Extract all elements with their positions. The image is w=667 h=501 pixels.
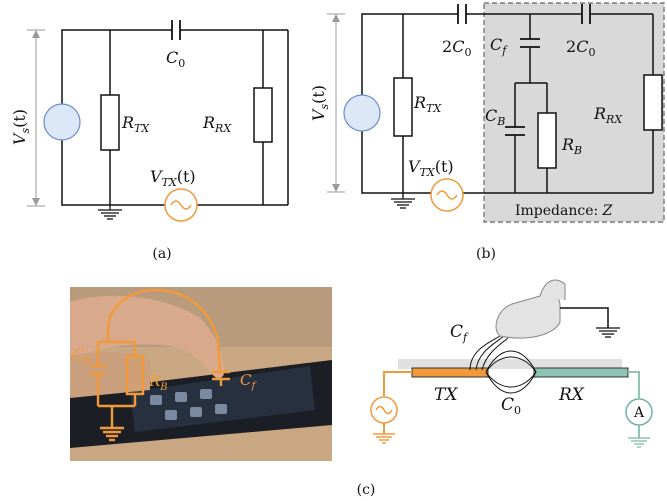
vs-source [43,103,81,141]
panel-c-schematic [370,279,653,448]
label-vs-a: Vs(t) [10,109,32,145]
tx-electrode [411,367,489,378]
panel-b-labels: Vs(t) 2C0 2C0 Cf CB RB RTX RRX VTX(t) Im… [309,35,623,262]
c0-field-lines [485,350,537,394]
finger-shape [495,293,561,339]
label-rtx-b: RTX [413,93,442,115]
label-2c0-right: 2C0 [566,37,595,59]
label-vtx-a: VTX(t) [150,167,196,189]
rb-resistor [537,112,557,169]
label-2c0-left: 2C0 [442,37,471,59]
orange-wiring [90,288,230,442]
label-cf-photo: Cf [240,371,257,392]
label-c0-a: C0 [166,48,185,70]
panel-a-labels: Vs(t) C0 RTX RRX VTX(t) (a) [10,48,232,262]
label-cb-b: CB [485,106,505,128]
label-rb-photo: RB [148,372,168,393]
hand-shape [70,295,225,379]
panel-c-labels: Cf TX RX C0 A (c) [357,322,645,498]
ground-icon [373,433,395,444]
label-vtx-b: VTX(t) [408,157,454,179]
cf-field-lines [469,335,509,371]
label-vs-b: Vs(t) [309,85,331,121]
label-cf-b: Cf [490,35,508,57]
label-rrx-b: RRX [593,104,623,126]
label-rtx-a: RTX [121,113,150,135]
impedance-box [483,2,665,223]
rtx-resistor-b [393,77,413,137]
caption-c: (c) [357,482,376,498]
caption-b: (b) [476,246,496,262]
glass-panel [398,359,622,369]
vs-source-b [343,94,381,132]
label-rb-b: RB [561,135,582,157]
ground-icon [596,327,620,338]
ammeter-letter: A [633,405,645,421]
ground-icon [391,193,415,209]
label-impedance: Impedance: Z [515,203,613,219]
label-tx: TX [434,385,458,405]
ground-icon [98,205,122,220]
label-rrx-a: RRX [202,113,232,135]
label-cf-c: Cf [450,322,469,344]
rrx-resistor-b [643,74,663,131]
ground-icon [628,437,650,448]
label-c0-c: C0 [501,395,521,417]
label-rx: RX [558,385,585,405]
panel-b [327,2,665,223]
rx-electrode [533,367,629,378]
photo-panel: CB RB Cf [70,287,332,461]
rrx-resistor [253,87,273,143]
label-cb-photo: CB [72,346,91,367]
caption-a: (a) [152,246,171,262]
rtx-resistor [100,94,120,151]
panel-a [27,20,289,222]
